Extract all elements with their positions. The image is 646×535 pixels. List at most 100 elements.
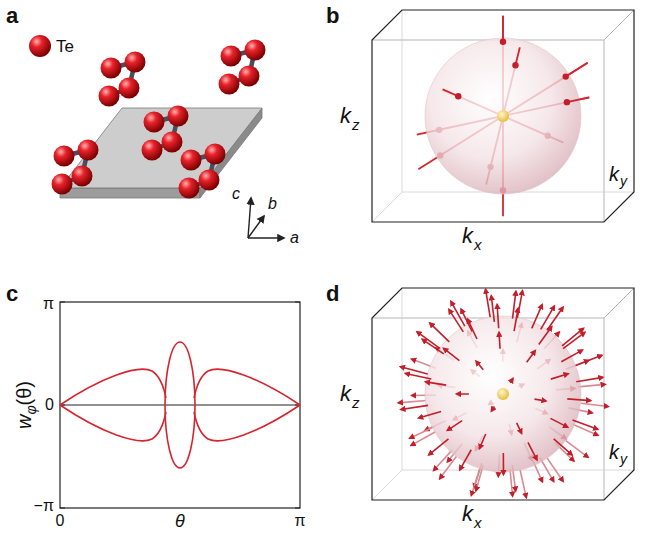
- spin-arrow: [401, 367, 428, 374]
- spin-arrow: [461, 309, 472, 331]
- te-atom: [119, 78, 140, 99]
- axis-subscript: x: [474, 515, 482, 530]
- fermi-sphere: [425, 38, 581, 194]
- axis-label: c: [232, 186, 240, 202]
- spin-arrow: [578, 384, 605, 387]
- axis-label: k: [462, 225, 473, 247]
- spoke-line: [566, 63, 588, 77]
- te-atom: [142, 140, 163, 161]
- y-axis-title: wφ(θ): [14, 381, 34, 429]
- axis-label: k: [340, 105, 351, 127]
- spin-arrow: [417, 332, 440, 348]
- axis-subscript: z: [352, 117, 360, 132]
- spin-arrow: [520, 470, 526, 497]
- axis-label: w: [14, 415, 34, 429]
- axis-subscript: x: [474, 237, 482, 252]
- spin-arrow: [517, 291, 522, 318]
- spin-arrow: [476, 361, 483, 370]
- crystal-axes: [248, 198, 284, 238]
- spin-arrow: [576, 377, 602, 381]
- spin-arrow: [491, 406, 494, 410]
- spin-arrow: [573, 424, 598, 435]
- te-atom: [199, 170, 220, 191]
- spin-arrow: [512, 291, 515, 318]
- spoke-lines: [443, 16, 590, 106]
- te-atom: [239, 66, 260, 87]
- tick-label: 0: [56, 513, 65, 529]
- spin-arrow: [565, 440, 587, 457]
- fermi-sphere: [425, 316, 581, 472]
- spin-arrow: [499, 332, 500, 348]
- spin-arrow: [547, 458, 563, 481]
- te-atom: [181, 150, 202, 171]
- spoke-line: [567, 97, 589, 102]
- spin-arrow: [479, 434, 485, 448]
- panel-letter: a: [6, 5, 18, 27]
- winding-plot: [60, 302, 300, 508]
- te-atom: [72, 166, 93, 187]
- spin-arrow: [580, 403, 608, 406]
- axis-subscript: y: [620, 452, 627, 466]
- te-atom: [168, 106, 189, 127]
- axis-subscript: φ: [24, 405, 38, 414]
- spin-arrow: [562, 328, 583, 345]
- te-atom: [54, 146, 75, 167]
- spin-arrow: [457, 393, 469, 395]
- spin-arrow: [541, 306, 555, 329]
- panel-letter: b: [326, 5, 339, 27]
- spin-arrow: [554, 439, 572, 455]
- spin-arrow: [444, 348, 460, 360]
- spin-arrow: [406, 373, 432, 378]
- spin-arrow: [422, 339, 443, 353]
- weyl-point: [497, 388, 509, 400]
- axis-label: a: [290, 230, 299, 246]
- weyl-point: [497, 110, 509, 122]
- spoke-line: [502, 16, 504, 42]
- axis-label: (θ): [14, 381, 34, 405]
- spin-arrow: [419, 412, 441, 418]
- spin-arrow: [534, 399, 545, 401]
- legend-label: Te: [56, 38, 74, 55]
- spin-arrow: [429, 439, 449, 455]
- unit-cell-slab: [60, 108, 262, 198]
- k-space-box: [372, 10, 634, 222]
- axis-subscript: z: [352, 395, 360, 410]
- spin-arrow: [510, 379, 513, 383]
- axis-label: k: [609, 164, 619, 184]
- spin-arrow: [567, 399, 590, 401]
- spin-arrow: [440, 456, 457, 478]
- te-atom: [78, 140, 99, 161]
- spin-arrow: [430, 323, 449, 342]
- spin-arrow: [491, 296, 494, 322]
- k-space-box: [372, 288, 634, 500]
- spin-arrow: [517, 423, 522, 433]
- spin-arrow: [532, 305, 542, 329]
- axis-label: θ: [175, 512, 185, 530]
- spin-arrow: [539, 327, 552, 345]
- spin-arrow: [447, 421, 462, 431]
- tick-label: 0: [45, 397, 54, 413]
- tick-label: π: [294, 513, 305, 529]
- te-atom-chains: [52, 40, 266, 199]
- te-atom: [101, 58, 122, 79]
- te-legend-atom: [29, 35, 51, 57]
- spin-arrow: [514, 309, 518, 332]
- spin-arrow: [411, 432, 435, 446]
- spin-arrow: [503, 453, 505, 474]
- spoke-dot: [564, 99, 570, 105]
- spin-arrow: [434, 450, 452, 470]
- axis-label: k: [609, 442, 619, 462]
- spin-arrow: [468, 319, 477, 339]
- spin-arrow: [460, 450, 471, 470]
- spin-arrow: [510, 469, 513, 496]
- spin-arrow: [563, 332, 585, 348]
- te-atom: [162, 132, 183, 153]
- te-atom: [99, 86, 120, 107]
- spin-arrow: [550, 418, 567, 427]
- spoke-dot: [500, 39, 506, 45]
- spin-texture-arrows: [401, 289, 603, 474]
- spoke-dot: [455, 93, 461, 99]
- spin-arrow: [576, 355, 602, 365]
- te-atom: [205, 144, 226, 165]
